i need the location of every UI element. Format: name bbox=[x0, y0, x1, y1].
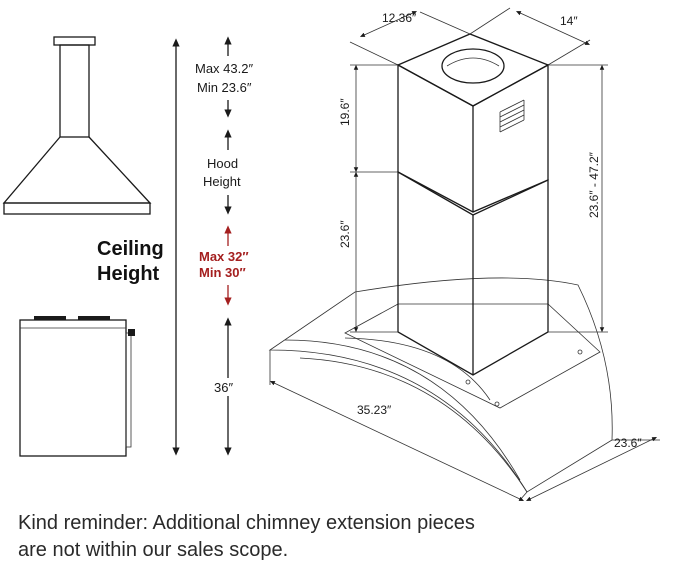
min-clearance-label: Min 30″ bbox=[199, 265, 246, 280]
hood-label-1: Hood bbox=[207, 156, 238, 171]
hood-sketch bbox=[2, 36, 152, 215]
width-top-dim bbox=[515, 11, 591, 45]
hood-width-dim bbox=[269, 381, 525, 501]
hood-3d-drawing bbox=[268, 7, 660, 501]
reminder-line-1: Kind reminder: Additional chimney extens… bbox=[18, 512, 475, 534]
ceiling-label-2: Height bbox=[97, 263, 160, 285]
sales-scope-reminder: Kind reminder: Additional chimney extens… bbox=[18, 510, 668, 564]
depth-top-dim bbox=[359, 11, 418, 37]
reminder-line-2: are not within our sales scope. bbox=[18, 539, 289, 561]
lower-chimney-label: 23.6″ bbox=[338, 220, 352, 248]
hood-depth-dim bbox=[525, 437, 658, 501]
hood-label-2: Height bbox=[203, 174, 241, 189]
stove-sketch bbox=[19, 316, 135, 457]
upper-chimney-label: 19.6″ bbox=[338, 98, 352, 126]
vent-slots bbox=[499, 99, 525, 133]
width-top-label: 14″ bbox=[560, 14, 578, 28]
hood-width-label: 35.23″ bbox=[357, 403, 392, 417]
counter-height-label: 36″ bbox=[214, 380, 233, 395]
ceiling-label-1: Ceiling bbox=[97, 238, 164, 260]
total-height-label: 23.6″ - 47.2″ bbox=[587, 151, 601, 218]
max-chimney-label: Max 43.2″ bbox=[195, 61, 253, 76]
depth-top-label: 12.36″ bbox=[382, 11, 417, 25]
min-chimney-label: Min 23.6″ bbox=[197, 80, 252, 95]
max-clearance-label: Max 32″ bbox=[199, 249, 249, 264]
hood-depth-label: 23.6″ bbox=[614, 436, 642, 450]
